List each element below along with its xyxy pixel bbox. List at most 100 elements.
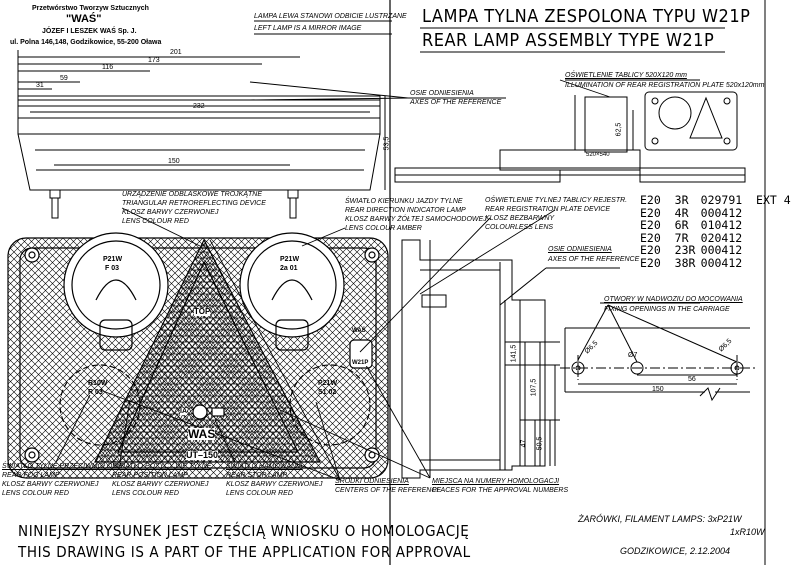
- reflex-line-4: LENS COLOUR RED: [122, 218, 189, 225]
- mirror-note-pl: LAMPA LEWA STANOWI ODBICIE LUSTRZANE: [254, 13, 407, 20]
- side-section: [401, 239, 620, 479]
- place-date: GODZIKOWICE, 2.12.2004: [620, 546, 731, 556]
- dim-53-5: 53,5: [383, 136, 391, 151]
- fog-line-1: ŚWIATŁO TYLNE PRZECIWMGŁOWE: [2, 463, 124, 470]
- position-line-2: REAR POSITION LAMP: [112, 472, 188, 479]
- axes-label-en: AXES OF THE REFERENCE: [410, 99, 502, 106]
- stop-line-4: LENS COLOUR RED: [226, 490, 293, 497]
- mark-fc-right: 2a 01: [280, 265, 298, 272]
- position-line-1: ŚWIATŁO POZYCYJNE TYLNE: [112, 463, 212, 470]
- mark-was-small: WAŚ: [352, 328, 366, 334]
- position-line-3: KLOSZ BARWY CZERWONEJ: [112, 481, 209, 488]
- dim-31: 31: [36, 82, 44, 89]
- plate-leaders: [419, 79, 611, 295]
- dim-7: Ø7: [628, 352, 638, 359]
- position-label: ŚWIATŁO POZYCYJNE TYLNE REAR POSITION LA…: [112, 462, 211, 498]
- title-underlines: [254, 20, 725, 53]
- bulbs-line-2: 1xR10W: [730, 527, 765, 537]
- approval-place-line-1: MIEJSCA NA NUMERY HOMOLOGACJI: [432, 478, 560, 485]
- title-pl: LAMPA TYLNA ZESPOLONA TYPU W21P: [422, 6, 751, 27]
- fog-line-4: LENS COLOUR RED: [2, 490, 69, 497]
- dim-116: 116: [102, 64, 114, 71]
- position-line-4: LENS COLOUR RED: [112, 490, 179, 497]
- company-line-3: JÓZEF I LESZEK WAŚ Sp. J.: [42, 28, 137, 35]
- footer-pl: NINIEJSZY RYSUNEK JEST CZĘŚCIĄ WNIOSKU O…: [18, 522, 470, 540]
- mark-r10w: R10W: [88, 380, 108, 387]
- dim-62-5: 62,5: [615, 122, 623, 137]
- plate-lamp-label: OŚWIETLENIE TYLNEJ TABLICY REJESTR. REAR…: [485, 196, 627, 232]
- title-en: REAR LAMP ASSEMBLY TYPE W21P: [422, 30, 715, 51]
- dim-107-5: 107,5: [530, 378, 538, 397]
- centres-label: ŚRODKI ODNIESIENIA CENTERS OF THE REFERE…: [335, 477, 441, 495]
- centres-line-2: CENTERS OF THE REFERENCE: [335, 487, 442, 494]
- fog-label: ŚWIATŁO TYLNE PRZECIWMGŁOWE REAR FOG LAM…: [2, 462, 124, 498]
- leader-lines: [55, 207, 491, 481]
- dim-59: 59: [60, 75, 68, 82]
- dim-173: 173: [148, 57, 160, 64]
- dim-232: 232: [193, 103, 205, 110]
- mark-w21p: W21P: [352, 360, 369, 366]
- mark-p21w-bottom: P21W: [318, 380, 338, 387]
- approval-place-line-2: PLACES FOR THE APPROVAL NUMBERS: [432, 487, 569, 494]
- top-view: [17, 50, 506, 219]
- plate-lamp-line-3: KLOSZ BEZBARWNY: [485, 215, 555, 222]
- indicator-line-4: LENS COLOUR AMBER: [345, 225, 422, 232]
- mark-s1: S1 02: [318, 389, 337, 396]
- axes-label-pl: OSIE ODNIESIENIA: [410, 90, 474, 97]
- dim-141-5: 141,5: [510, 344, 518, 363]
- stop-line-3: KLOSZ BARWY CZERWONEJ: [226, 481, 323, 488]
- plate-lamp-line-4: COLOURLESS LENS: [485, 224, 554, 231]
- axes2-pl: OSIE ODNIESIENIA: [548, 246, 612, 253]
- mark-p21w-left: P21W: [103, 256, 123, 263]
- reflex-line-2: TRIANGULAR RETROREFLECTING DEVICE: [122, 200, 266, 207]
- plate-illum-en: ILLUMINATION OF REAR REGISTRATION PLATE …: [565, 82, 765, 89]
- mark-ut: UT–150: [186, 450, 219, 460]
- fog-line-2: REAR FOG LAMP: [2, 472, 60, 479]
- plate-lamp-line-1: OŚWIETLENIE TYLNEJ TABLICY REJESTR.: [485, 197, 628, 204]
- stop-label: ŚWIATŁO HAMOWANIA REAR STOP LAMP KLOSZ B…: [226, 462, 322, 498]
- dim-150b: 150: [652, 386, 664, 393]
- approval-place-label: MIEJSCA NA NUMERY HOMOLOGACJI PLACES FOR…: [432, 477, 568, 495]
- fixing-holes-view: [560, 302, 755, 402]
- company-line-1: Przetwórstwo Tworzyw Sztucznych: [32, 5, 149, 12]
- reflex-line-1: URZĄDZENIE ODBLASKOWE TRÓJKĄTNE: [122, 191, 263, 198]
- indicator-label: ŚWIATŁO KIERUNKU JAZDY TYLNE REAR DIRECT…: [345, 197, 487, 233]
- dim-56: 56: [688, 376, 696, 383]
- dim-201: 201: [170, 49, 182, 56]
- mark-p21w-right: P21W: [280, 256, 300, 263]
- stop-line-1: ŚWIATŁO HAMOWANIA: [226, 463, 303, 470]
- drawing-frame: [389, 0, 766, 565]
- centres-line-1: ŚRODKI ODNIESIENIA: [335, 478, 409, 485]
- indicator-line-1: ŚWIATŁO KIERUNKU JAZDY TYLNE: [345, 198, 463, 205]
- plate-illum-pl: OŚWIETLENIE TABLICY 520X120 mm: [565, 72, 687, 79]
- mark-brand: WAŚ: [188, 427, 216, 441]
- dim-150: 150: [168, 158, 180, 165]
- mark-top: TOP: [194, 307, 211, 316]
- footer-en: THIS DRAWING IS A PART OF THE APPLICATIO…: [18, 543, 471, 561]
- front-view: [7, 232, 389, 479]
- mark-fc-left: F 03: [105, 265, 120, 272]
- plate-lamp-line-2: REAR REGISTRATION PLATE DEVICE: [485, 206, 610, 213]
- axes2-en: AXES OF THE REFERENCE: [548, 256, 640, 263]
- holes-pl: OTWORY W NADWOZIU DO MOCOWANIA: [604, 296, 743, 303]
- company-line-4: ul. Polna 146,148, Godzikowice, 55-200 O…: [10, 39, 162, 46]
- company-line-2: "WAŚ": [66, 13, 102, 25]
- indicator-line-3: KLOSZ BARWY ŻÓŁTEJ SAMOCHODOWEJ: [345, 216, 487, 223]
- plate-view: [394, 79, 746, 183]
- indicator-line-2: REAR DIRECTION INDICATOR LAMP: [345, 207, 466, 214]
- reflex-line-3: KLOSZ BARWY CZERWONEJ: [122, 209, 219, 216]
- holes-en: FIXING OPENINGS IN THE CARRIAGE: [604, 306, 730, 313]
- stop-line-2: REAR STOP LAMP: [226, 472, 288, 479]
- dim-50-5: 50,5: [536, 436, 544, 451]
- bulbs-line-1: ŻARÓWKI, FILAMENT LAMPS: 3xP21W: [578, 514, 742, 524]
- reflex-label: URZĄDZENIE ODBLASKOWE TRÓJKĄTNE TRIANGUL…: [122, 190, 266, 226]
- mark-r10w-code: R 03: [88, 389, 103, 396]
